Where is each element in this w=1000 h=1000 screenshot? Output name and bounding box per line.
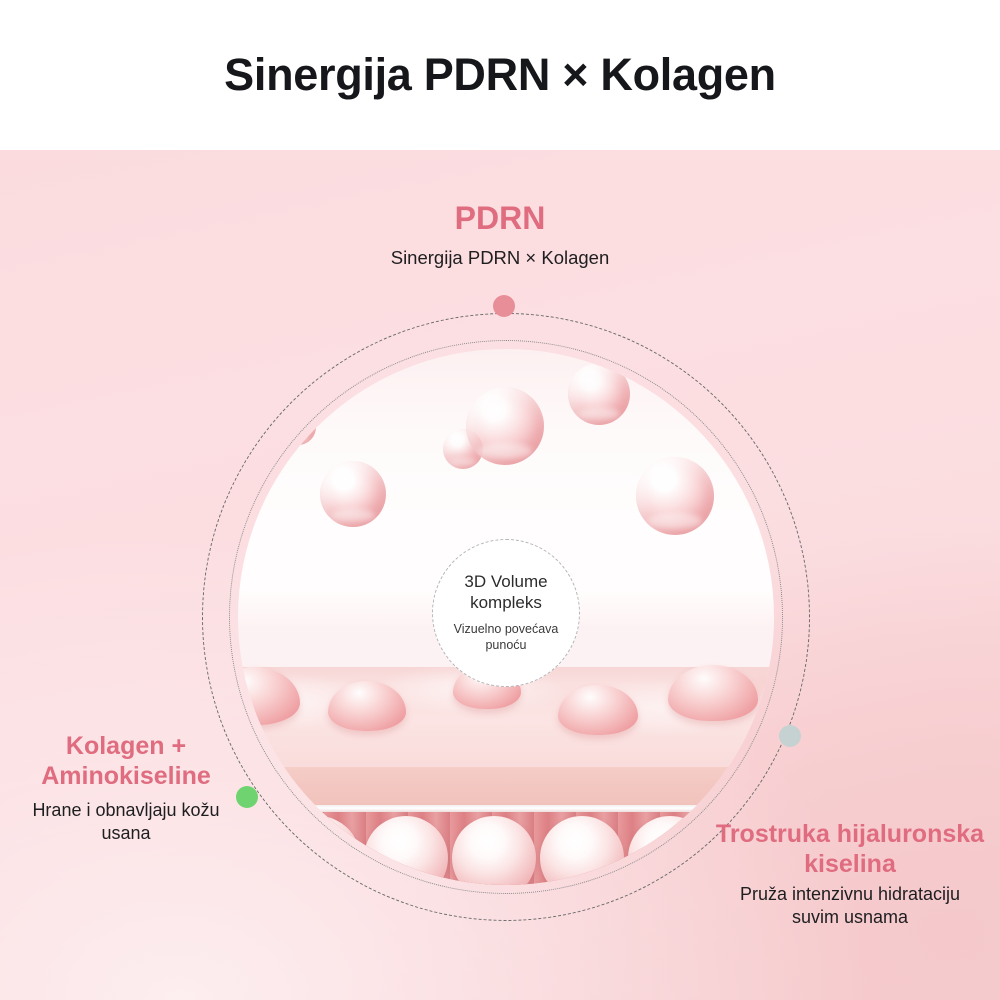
center-badge: 3D Volume kompleks Vizuelno povećava pun… [432, 539, 580, 687]
callout-collagen: Kolagen + Aminokiseline Hrane i obnavlja… [0, 732, 252, 846]
center-badge-subtitle: Vizuelno povećava punoću [453, 622, 559, 652]
serum-bubble [466, 387, 544, 465]
collagen-cell [628, 816, 712, 885]
serum-bubble [568, 363, 630, 425]
skin-dome [238, 667, 300, 725]
collagen-cell [238, 884, 324, 885]
collagen-marker-dot [236, 786, 258, 808]
hyaluronic-marker-dot [779, 725, 801, 747]
collagen-cell [540, 816, 624, 885]
collagen-cell [276, 816, 360, 885]
serum-bubble [246, 467, 272, 493]
collagen-cell [584, 884, 676, 885]
callout-hyaluronic-subtext: Pruža intenzivnu hidrataciju suvim usnam… [739, 884, 961, 928]
collagen-cell [320, 884, 412, 885]
skin-dome [558, 685, 638, 735]
callout-hyaluronic: Trostruka hijaluronska kiselina Pruža in… [700, 820, 1000, 930]
serum-bubble [280, 409, 316, 445]
callout-collagen-subtext: Hrane i obnavljaju kožu usana [32, 800, 220, 844]
serum-bubble [320, 461, 386, 527]
collagen-cell [364, 816, 448, 885]
center-badge-title: 3D Volume kompleks [464, 572, 548, 612]
page-title: Sinergija PDRN × Kolagen [224, 49, 776, 100]
collagen-cell [672, 884, 764, 885]
callout-pdrn-subtext: Sinergija PDRN × Kolagen [390, 246, 610, 268]
skin-dome [668, 665, 758, 721]
callout-pdrn: PDRN Sinergija PDRN × Kolagen [300, 200, 700, 270]
skin-dome [328, 681, 406, 731]
callout-hyaluronic-heading: Trostruka hijaluronska kiselina [715, 820, 985, 878]
callout-pdrn-heading: PDRN [454, 200, 546, 236]
poster-body: 3D Volume kompleks Vizuelno povećava pun… [0, 150, 1000, 1000]
serum-bubble [636, 457, 714, 535]
dermis-band-layer [238, 767, 774, 805]
pdrn-marker-dot [493, 295, 515, 317]
collagen-cells-layer [238, 812, 774, 885]
header-bar: Sinergija PDRN × Kolagen [0, 0, 1000, 150]
callout-collagen-heading: Kolagen + Aminokiseline [41, 732, 211, 790]
inner-dotted-ring [229, 340, 783, 894]
collagen-cell [408, 884, 500, 885]
dermis-highlight-line [238, 805, 774, 812]
collagen-cell [452, 816, 536, 885]
collagen-cell [496, 884, 588, 885]
